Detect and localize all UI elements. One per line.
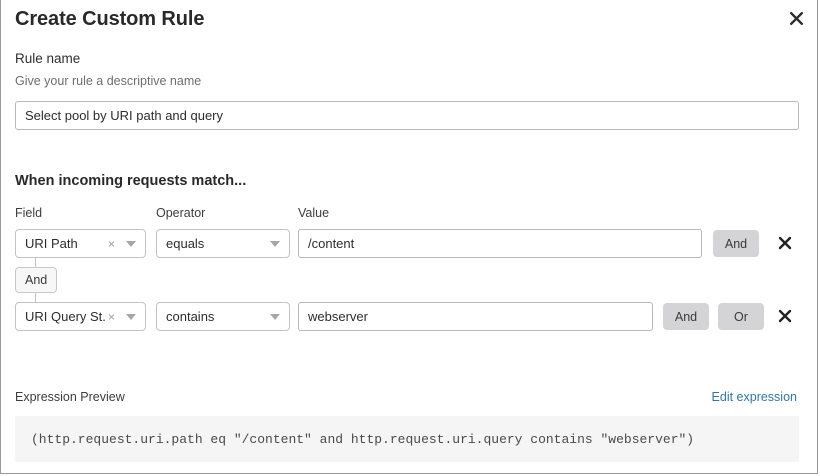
chevron-down-icon-operator-row-1 bbox=[265, 240, 289, 247]
connector-and-badge[interactable]: And bbox=[15, 267, 58, 293]
and-button-row-2[interactable]: And bbox=[663, 303, 709, 330]
field-select-value-row-2: URI Query St... bbox=[25, 309, 106, 324]
column-header-value: Value bbox=[298, 206, 330, 220]
operator-select-value-row-1: equals bbox=[166, 236, 205, 251]
operator-select-value-row-2: contains bbox=[166, 309, 215, 324]
chevron-down-icon-field-row-1 bbox=[121, 240, 145, 247]
and-button-row-1[interactable]: And bbox=[713, 230, 759, 257]
operator-select-row-1[interactable]: equals bbox=[156, 229, 290, 258]
chevron-down-icon-field-row-2 bbox=[121, 313, 145, 320]
delete-icon-row-2[interactable] bbox=[774, 305, 796, 327]
condition-connector: And bbox=[15, 258, 135, 302]
conditions-heading: When incoming requests match... bbox=[15, 173, 247, 189]
clear-icon-row-1[interactable]: × bbox=[107, 236, 115, 251]
operator-select-row-2[interactable]: contains bbox=[156, 302, 290, 331]
expression-preview-label: Expression Preview bbox=[15, 390, 125, 404]
rule-name-input[interactable] bbox=[15, 101, 799, 130]
rule-name-help-text: Give your rule a descriptive name bbox=[15, 74, 202, 88]
field-select-value-row-1: URI Path bbox=[25, 236, 78, 251]
close-icon[interactable] bbox=[784, 6, 808, 30]
field-select-row-1[interactable]: URI Path × bbox=[15, 229, 146, 258]
connector-line-bottom bbox=[35, 293, 36, 302]
value-input-row-2[interactable] bbox=[298, 302, 653, 331]
expression-text: (http.request.uri.path eq "/content" and… bbox=[31, 431, 695, 447]
delete-icon-row-1[interactable] bbox=[774, 232, 796, 254]
rule-name-label: Rule name bbox=[15, 51, 81, 66]
edit-expression-link[interactable]: Edit expression bbox=[711, 390, 797, 404]
dialog-title: Create Custom Rule bbox=[15, 8, 205, 30]
column-header-operator: Operator bbox=[156, 206, 206, 220]
column-header-field: Field bbox=[15, 206, 43, 220]
expression-preview-box: (http.request.uri.path eq "/content" and… bbox=[15, 416, 799, 462]
clear-icon-row-2[interactable]: × bbox=[107, 309, 115, 324]
field-select-row-2[interactable]: URI Query St... × bbox=[15, 302, 146, 331]
connector-line-top bbox=[35, 258, 36, 268]
value-input-row-1[interactable] bbox=[298, 229, 702, 258]
or-button-row-2[interactable]: Or bbox=[718, 303, 764, 330]
chevron-down-icon-operator-row-2 bbox=[265, 313, 289, 320]
